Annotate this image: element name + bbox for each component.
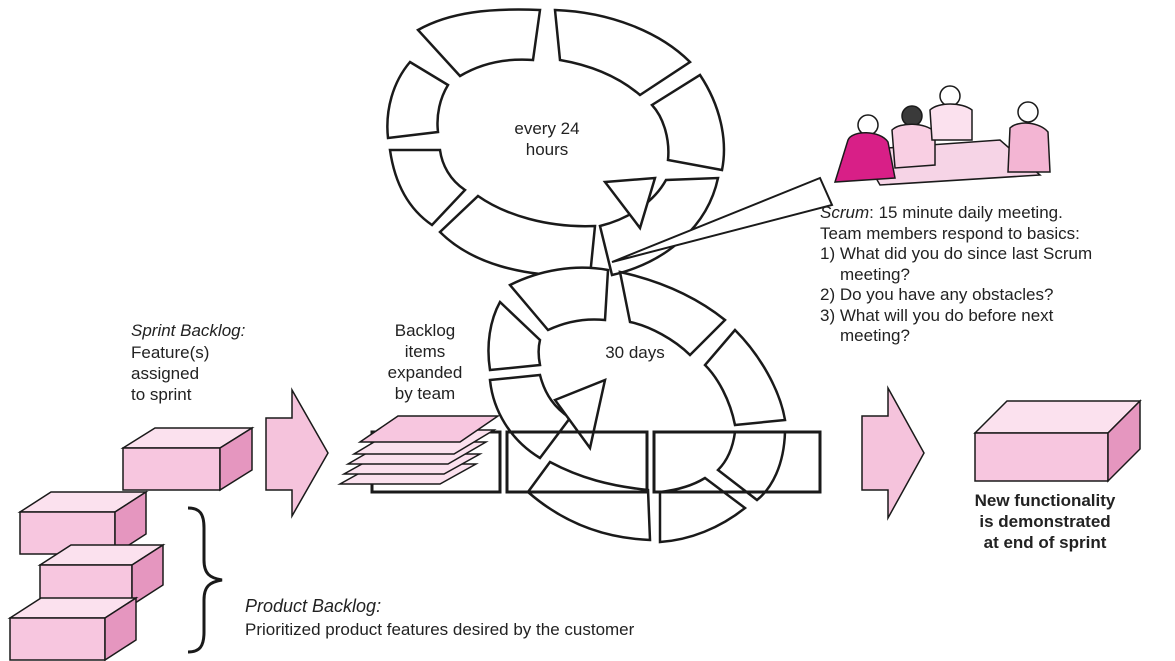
- sprint-backlog-title: Sprint Backlog:: [131, 321, 246, 340]
- product-backlog-body: Prioritized product features desired by …: [245, 620, 635, 639]
- backlog-items-label: Backlog items expanded by team: [387, 321, 463, 403]
- flow-arrow-to-result: [861, 385, 925, 521]
- timeline-box: [505, 430, 649, 494]
- sprint-cycle-label: 30 days: [605, 343, 665, 362]
- new-functionality-box: [973, 399, 1142, 483]
- team-member-figure: [833, 114, 896, 183]
- daily-cycle-label: every 24 hours: [514, 119, 580, 159]
- scrum-note-q2: 2) Do you have any obstacles?: [820, 285, 1054, 304]
- result-label: New functionality is demonstrated at end…: [974, 491, 1116, 552]
- scrum-note-q3b: meeting?: [840, 326, 910, 345]
- team-member-figure: [929, 85, 973, 141]
- scrum-note-line2: Team members respond to basics:: [820, 223, 1080, 243]
- product-backlog-boxes: [7, 490, 166, 661]
- daily-ring-segment: [650, 73, 726, 172]
- scrum-note-q1a: 1) What did you do since last Scrum: [820, 244, 1093, 263]
- scrum-note-q1b: meeting?: [840, 264, 910, 284]
- scrum-meeting-note: Scrum: 15 minute daily meeting. Team mem…: [820, 203, 1092, 347]
- sprint-backlog-boxes: [120, 426, 255, 492]
- team-member-figure: [1007, 101, 1051, 173]
- product-backlog-brace: [187, 506, 223, 654]
- daily-ring-segment: [386, 60, 450, 140]
- feature-box: [120, 426, 255, 492]
- product-backlog-title: Product Backlog:: [245, 596, 382, 616]
- product-feature-box: [7, 596, 139, 661]
- expanded-backlog-items: [337, 415, 501, 485]
- daily-cycle-arrowhead: [602, 176, 657, 231]
- sprint-ring-segment: [618, 270, 727, 357]
- sprint-backlog-body: Feature(s) assigned to sprint: [131, 343, 210, 404]
- daily-ring-segment: [553, 8, 692, 97]
- timeline-box: [652, 430, 822, 494]
- sprint-ring-segment: [703, 328, 787, 427]
- scrum-meeting-illustration: [833, 85, 1051, 186]
- sprint-ring-segment: [487, 299, 542, 372]
- daily-cycle-ring: [386, 8, 726, 278]
- sprint-ring-segment: [716, 430, 787, 502]
- sprint-ring-segment: [508, 266, 610, 332]
- sprint-ring-segment: [658, 476, 748, 544]
- sprint-cycle-arrow: [526, 460, 652, 542]
- daily-ring-segment: [388, 148, 467, 227]
- team-member-figure: [891, 105, 936, 169]
- flow-arrow-to-backlog-items: [265, 387, 329, 519]
- product-feature-box: [37, 543, 166, 607]
- scrum-note-title: Scrum: [820, 203, 870, 222]
- daily-ring-segment: [438, 194, 597, 278]
- scrum-callout-wedge: [611, 176, 834, 263]
- backlog-item-slab: [357, 415, 501, 443]
- sprint-cycle-ring: [487, 266, 787, 544]
- scrum-note-q3a: 3) What will you do before next: [820, 305, 1054, 325]
- scrum-note-title-suffix: : 15 minute daily meeting.: [869, 203, 1063, 222]
- sprint-ring-segment: [488, 373, 572, 460]
- daily-ring-segment: [416, 8, 542, 78]
- product-feature-box: [17, 490, 149, 556]
